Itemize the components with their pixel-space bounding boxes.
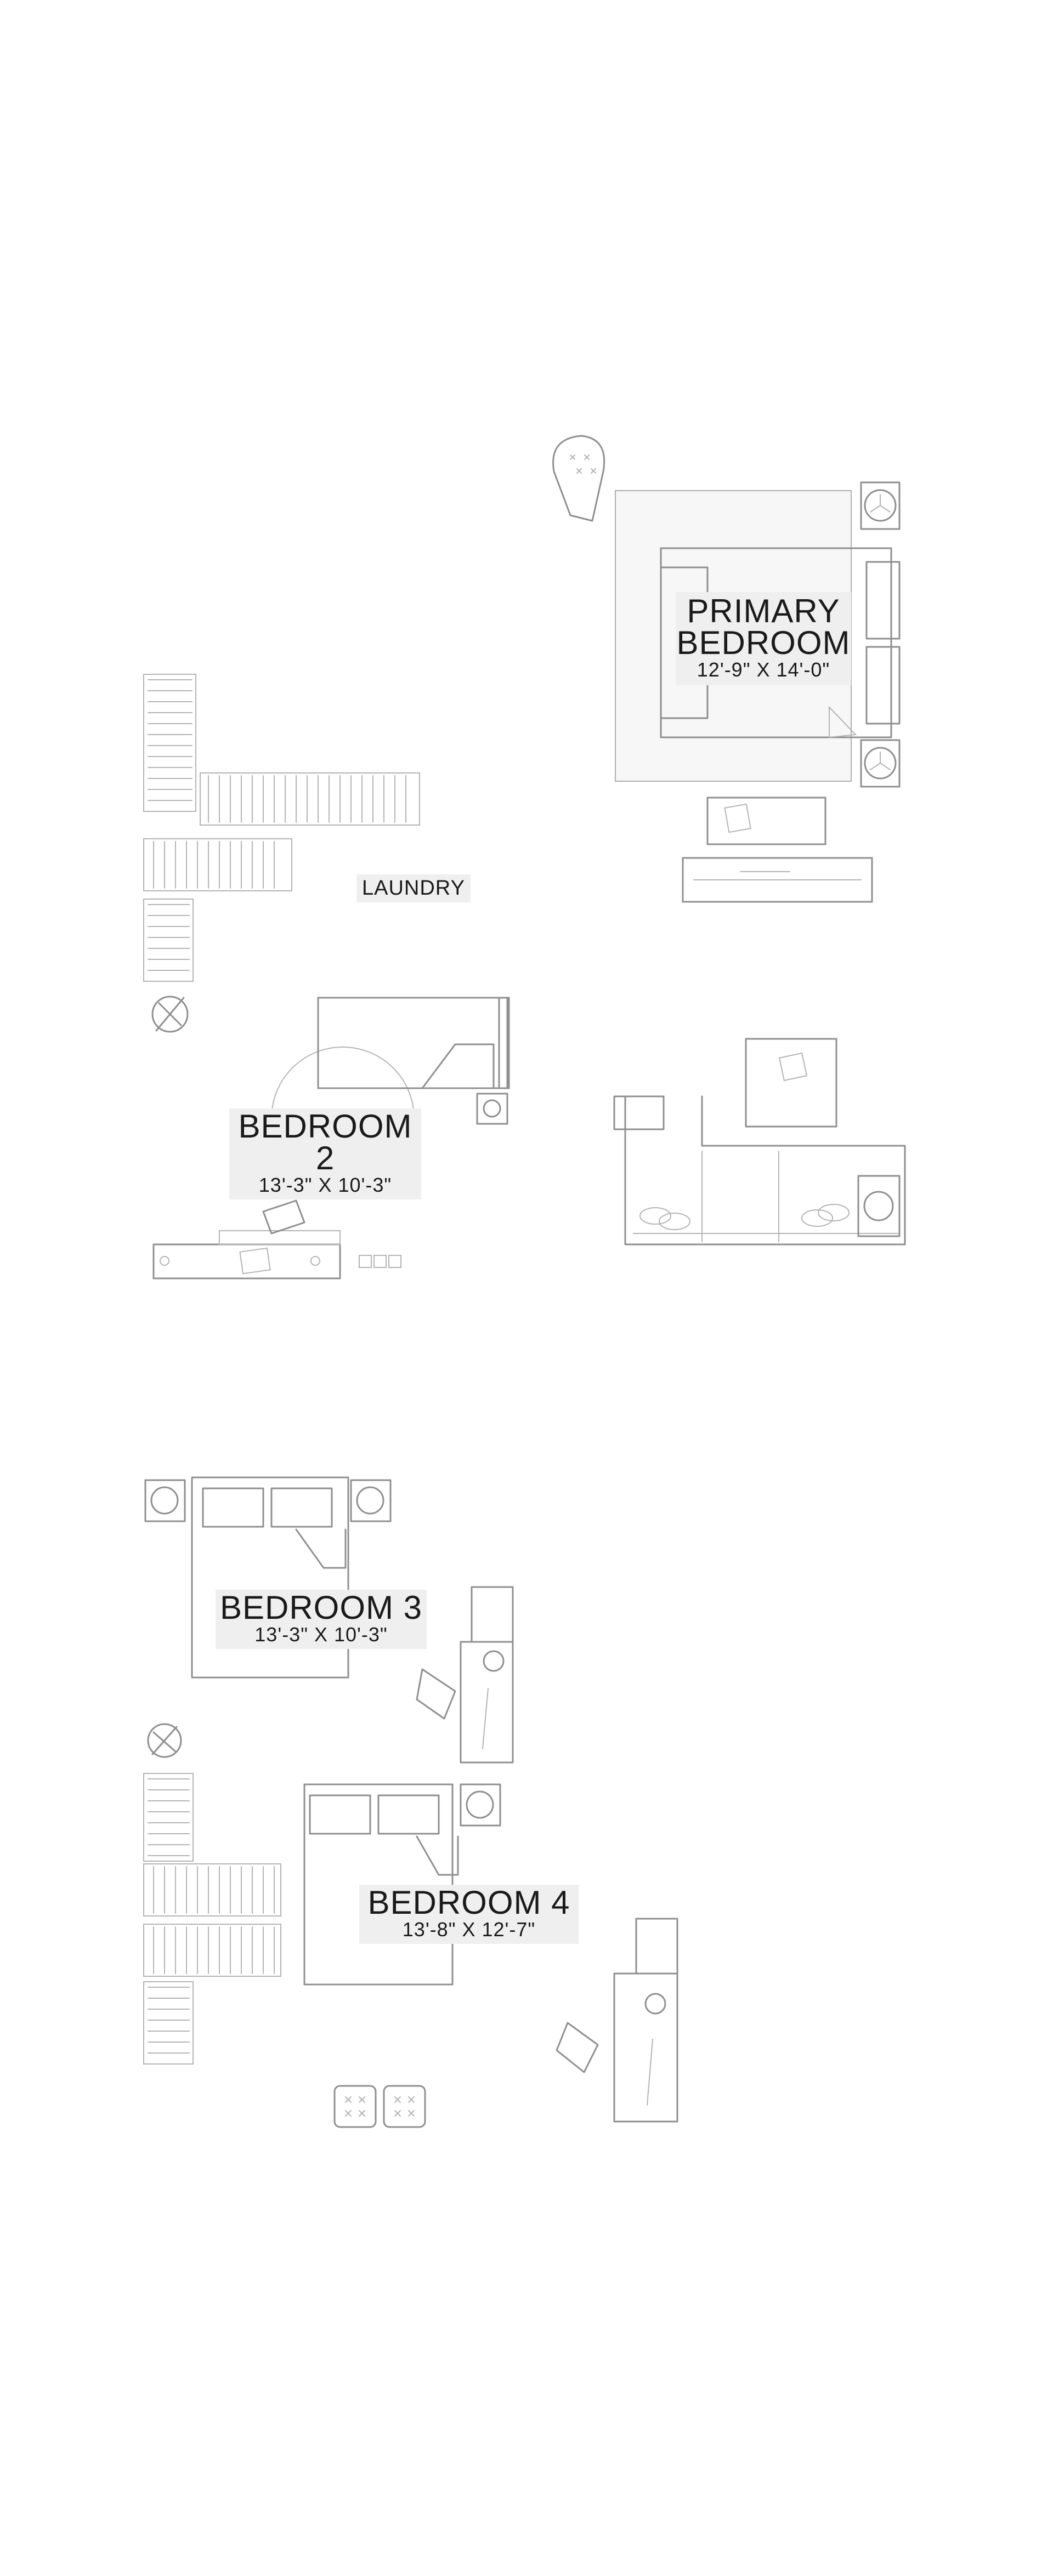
- room-dimensions: 13'-8" X 12'-7": [402, 1918, 536, 1941]
- pillow: [377, 1794, 440, 1835]
- room-name: BEDROOM 3: [219, 1589, 423, 1626]
- nightstand: [460, 1783, 501, 1827]
- side-table: [857, 1175, 901, 1237]
- room-name: BEDROOM: [676, 624, 851, 661]
- bed-frame: [660, 547, 892, 738]
- nightstand-bottom: [860, 739, 901, 788]
- tufted-pattern: [570, 454, 596, 474]
- bedroom4-furniture: [303, 1783, 678, 2128]
- lamp-icon: [466, 1790, 494, 1819]
- lamp-icon: [483, 1650, 505, 1672]
- pillow: [865, 646, 901, 725]
- pillow: [309, 1794, 371, 1835]
- lamp-icon: [644, 1993, 666, 2015]
- fan-icon: [147, 1723, 182, 1758]
- desk-chair: [262, 1199, 305, 1235]
- ottoman: [745, 1038, 837, 1128]
- book: [239, 1247, 271, 1275]
- toy-box: [383, 2085, 426, 2128]
- lamp-icon: [863, 1191, 894, 1221]
- fan-icon: [151, 996, 189, 1033]
- bench: [682, 857, 873, 903]
- room-label-bedroom-2: BEDROOM 2 13'-3" X 10'-3": [229, 1108, 421, 1199]
- room-label-bedroom-3: BEDROOM 3 13'-3" X 10'-3": [216, 1590, 427, 1649]
- desk: [613, 1972, 678, 2123]
- bed-frame: [317, 997, 508, 1089]
- lamp-icon: [483, 1099, 501, 1118]
- room-name: BEDROOM 4: [367, 1884, 570, 1921]
- lamp-icon: [864, 747, 897, 780]
- room-name: PRIMARY: [687, 593, 840, 629]
- closet-hanging-rods: [143, 1773, 281, 2065]
- toy-box: [333, 2085, 377, 2128]
- armchair-icon: [552, 435, 605, 522]
- cushion: [801, 1209, 833, 1227]
- bed-frame: [303, 1783, 454, 1986]
- shelf: [635, 1918, 678, 1975]
- room-label-bedroom-4: BEDROOM 4 13'-8" X 12'-7": [359, 1885, 579, 1944]
- cushion: [659, 1213, 690, 1230]
- closet-hanging-rods: [143, 674, 420, 982]
- lamp-icon: [150, 1486, 179, 1515]
- room-dimensions: 12'-9" X 14'-0": [697, 658, 830, 681]
- room-name: BEDROOM 2: [238, 1108, 412, 1176]
- bedroom2-furniture: [152, 997, 510, 1280]
- room-dimensions: 13'-3" X 10'-3": [258, 1174, 392, 1196]
- room-label-primary-bedroom: PRIMARY BEDROOM 12'-9" X 14'-0": [676, 592, 851, 685]
- pillow: [865, 561, 901, 640]
- pillow: [270, 1487, 333, 1528]
- bed-frame: [191, 1476, 349, 1679]
- headboard: [498, 997, 510, 1089]
- cushion: [818, 1204, 850, 1221]
- built-in-bench: [624, 1095, 906, 1246]
- lamp-icon: [356, 1486, 384, 1515]
- dresser: [706, 797, 826, 845]
- lamp-icon: [864, 489, 897, 522]
- pillow: [202, 1487, 264, 1528]
- bedroom3-furniture: [144, 1476, 514, 1764]
- cushion: [639, 1207, 671, 1225]
- nightstand: [144, 1479, 186, 1522]
- nightstand: [476, 1093, 508, 1125]
- desk: [460, 1641, 514, 1764]
- shelf: [471, 1586, 514, 1643]
- room-dimensions: 13'-3" X 10'-3": [254, 1623, 388, 1646]
- desk-chair: [556, 2022, 599, 2073]
- nightstand: [350, 1479, 392, 1522]
- study-area-furniture: [613, 1038, 906, 1246]
- desk-chair: [416, 1668, 456, 1720]
- dresser-item: [724, 803, 751, 833]
- nightstand-top: [860, 481, 901, 530]
- chair: [613, 1095, 665, 1130]
- room-label-laundry: LAUNDRY: [356, 874, 471, 902]
